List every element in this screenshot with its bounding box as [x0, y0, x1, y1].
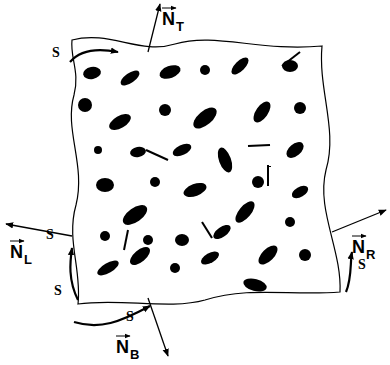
vector-subscript: T — [176, 20, 184, 33]
boundary-label: S — [46, 228, 54, 242]
vector-name: N — [162, 10, 175, 28]
vector-symbols — [10, 8, 366, 336]
boundary-label: S — [126, 310, 134, 324]
vector-name: N — [10, 243, 23, 261]
vector-subscript: R — [366, 248, 375, 261]
boundary-label: S — [52, 46, 60, 60]
vector-name: N — [116, 338, 129, 356]
vector-name: N — [352, 238, 365, 256]
boundary-label: S — [358, 258, 366, 272]
boundary-arrows — [70, 50, 352, 325]
boundary-label: S — [54, 284, 62, 298]
inclusions — [78, 55, 311, 294]
vector-subscript: B — [130, 348, 139, 361]
crack-lines — [124, 52, 300, 250]
vector-subscript: L — [24, 253, 32, 266]
material-patch — [71, 38, 340, 305]
normal-arrows — [6, 4, 386, 356]
